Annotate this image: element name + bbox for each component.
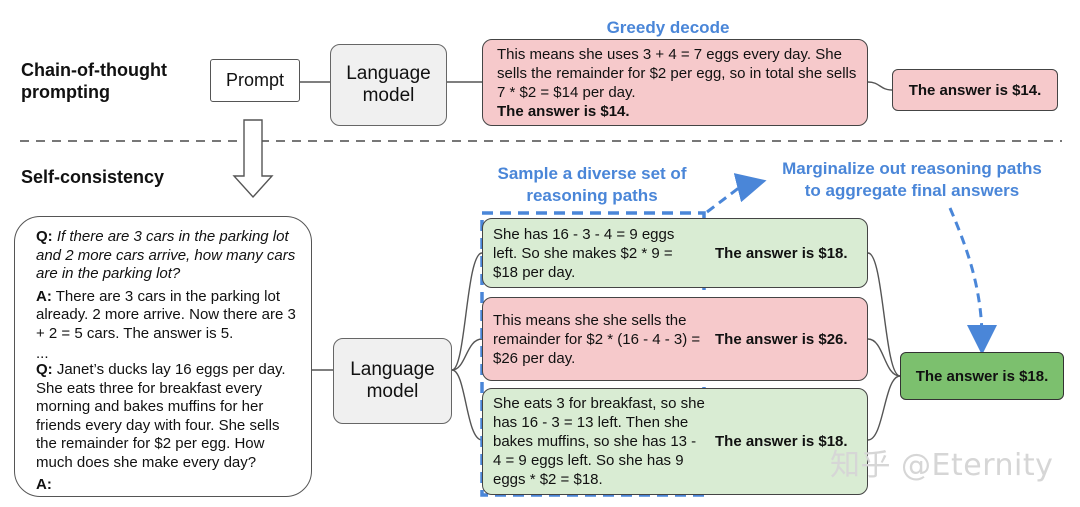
reasoning-path-2-answer: The answer is $26. [715, 330, 848, 348]
greedy-path-answer-line: The answer is $14. [497, 102, 630, 120]
reasoning-path-3-answer: The answer is $18. [715, 433, 848, 450]
greedy-path-box: This means she uses 3 + 4 = 7 eggs every… [482, 39, 868, 126]
reasoning-path-1: She has 16 - 3 - 4 = 9 eggs left. So she… [482, 218, 868, 288]
path1-to-final-line [867, 252, 901, 377]
qa-q1-prefix: Q: [36, 228, 53, 245]
model-to-path2-line [451, 338, 483, 371]
qa-a1-text: There are 3 cars in the parking lot alre… [36, 287, 296, 342]
language-model-bottom-label: Language model [350, 359, 435, 403]
final-answer-text: The answer is $18. [915, 367, 1049, 385]
marginalize-label-line2: to aggregate final answers [804, 181, 1020, 200]
qa-a2-prefix: A: [36, 476, 52, 493]
qa-ellipsis: ... [36, 345, 49, 362]
reasoning-path-2: This means she she sells the remainder f… [482, 297, 868, 381]
qa-q1: Q: If there are 3 cars in the parking lo… [36, 228, 297, 284]
qa-prompt-text: Q: If there are 3 cars in the parking lo… [36, 228, 297, 499]
marginalize-label: Marginalize out reasoning paths to aggre… [756, 158, 1068, 202]
language-model-box-top: Language model [330, 44, 447, 126]
final-answer-box: The answer is $18. [900, 352, 1064, 400]
prompt-box: Prompt [210, 59, 300, 102]
greedy-path-text: This means she uses 3 + 4 = 7 eggs every… [497, 45, 857, 121]
sample-paths-label: Sample a diverse set of reasoning paths [476, 163, 708, 207]
greedy-answer-text: The answer is $14. [908, 81, 1042, 99]
greedy-decode-label: Greedy decode [606, 18, 730, 37]
reasoning-path-2-text: This means she she sells the remainder f… [493, 311, 701, 367]
aggregate-arrow-icon [948, 207, 997, 355]
qa-q2-text: Janet’s ducks lay 16 eggs per day. She e… [36, 361, 286, 471]
path3-to-final-line [867, 375, 901, 441]
greedy-to-answer-line [867, 81, 893, 91]
cot-label-line2: prompting [21, 82, 110, 102]
path2-to-final-line [867, 338, 901, 377]
model-to-path1-line [451, 252, 483, 371]
prompt-box-label: Prompt [225, 70, 285, 90]
language-model-top-line1: Language [346, 63, 431, 84]
qa-a1: A: There are 3 cars in the parking lot a… [36, 288, 297, 344]
sample-paths-label-line1: Sample a diverse set of [497, 164, 687, 183]
greedy-answer-box: The answer is $14. [892, 69, 1058, 111]
marginalize-label-line1: Marginalize out reasoning paths [782, 159, 1042, 178]
model-to-path3-line [451, 369, 483, 441]
language-model-bottom-line2: model [366, 381, 419, 402]
language-model-box-bottom: Language model [333, 338, 452, 424]
cot-label-line1: Chain-of-thought [21, 60, 167, 80]
greedy-path-reasoning: This means she uses 3 + 4 = 7 eggs every… [497, 45, 857, 101]
reasoning-path-1-text: She has 16 - 3 - 4 = 9 eggs left. So she… [493, 225, 675, 281]
language-model-bottom-line1: Language [350, 359, 435, 380]
connector-lines [300, 81, 901, 441]
qa-a2: A: [36, 476, 297, 495]
sample-paths-label-line2: reasoning paths [526, 186, 658, 205]
qa-q2: Q: Janet’s ducks lay 16 eggs per day. Sh… [36, 361, 297, 472]
marginalize-arrow-icon [706, 173, 767, 214]
watermark: 知乎 @Eternity [830, 448, 1054, 483]
reasoning-path-1-answer: The answer is $18. [715, 244, 848, 262]
qa-q1-text: If there are 3 cars in the parking lot a… [36, 228, 296, 282]
reasoning-path-3-text: She eats 3 for breakfast, so she has 16 … [493, 395, 705, 488]
cot-label: Chain-of-thought prompting [21, 59, 167, 103]
down-hollow-arrow-icon [232, 119, 274, 199]
sc-label: Self-consistency [21, 167, 165, 187]
language-model-top-label: Language model [346, 63, 431, 107]
qa-prompt-box: Q: If there are 3 cars in the parking lo… [14, 216, 312, 497]
language-model-top-line2: model [362, 85, 415, 106]
qa-a1-prefix: A: [36, 287, 52, 305]
qa-q2-prefix: Q: [36, 361, 53, 378]
reasoning-path-3: She eats 3 for breakfast, so she has 16 … [482, 388, 868, 495]
